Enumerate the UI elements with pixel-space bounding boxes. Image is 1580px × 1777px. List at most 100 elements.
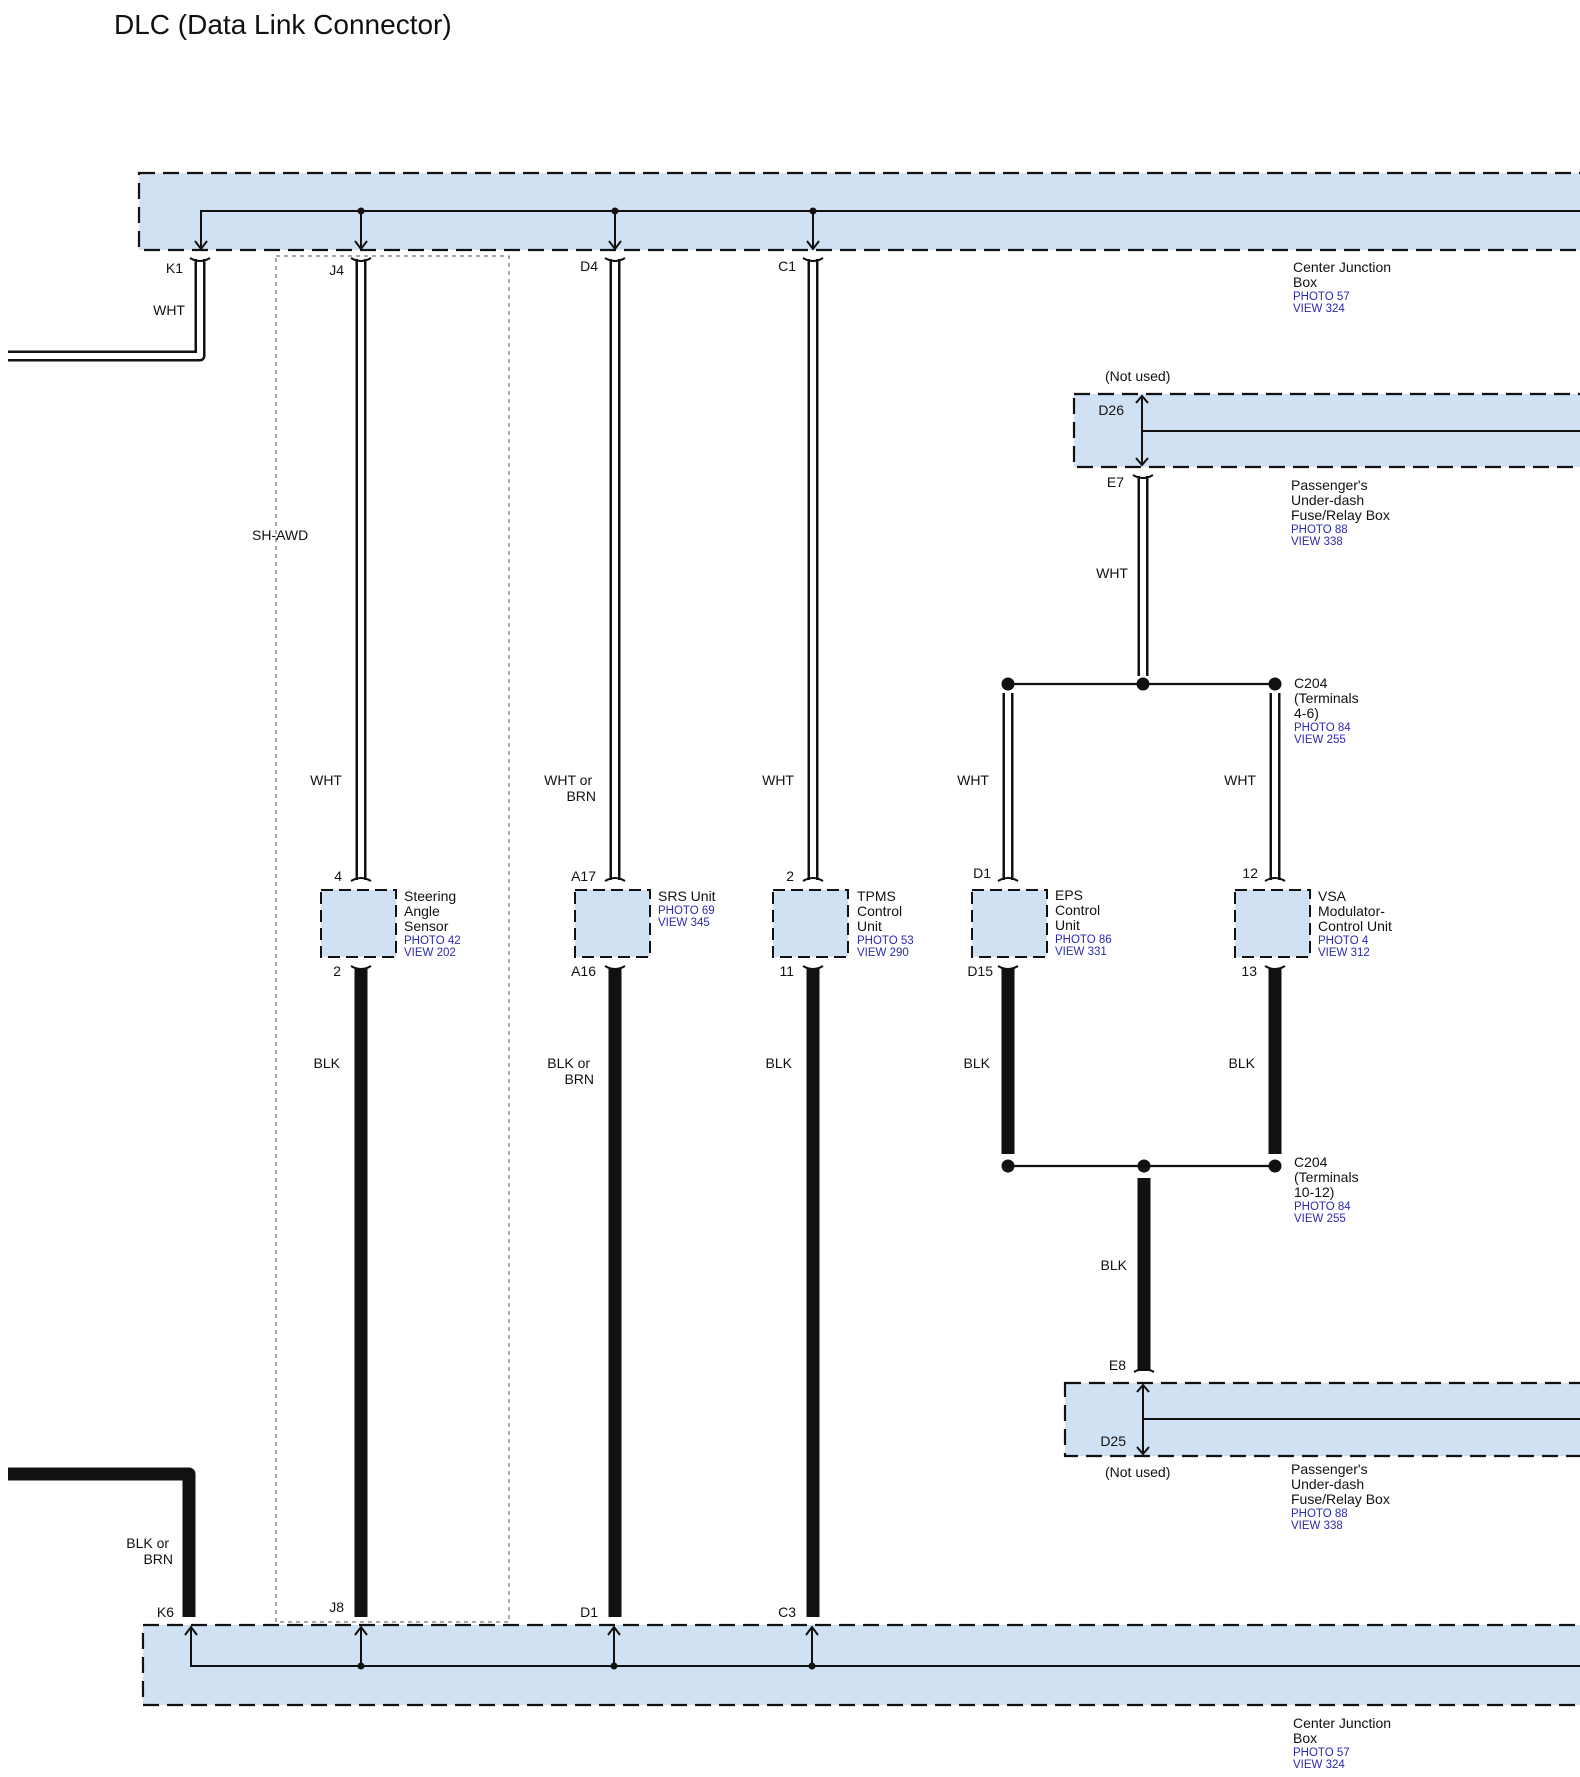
vsa-pin-top: 12	[1242, 865, 1258, 881]
svg-text:VIEW 255: VIEW 255	[1294, 734, 1346, 746]
wire-label-k1: WHT	[153, 302, 185, 318]
vsa-modulator-box	[1234, 889, 1311, 958]
svg-text:VIEW 324: VIEW 324	[1293, 1759, 1345, 1771]
terminal-c3: C3	[778, 1604, 796, 1620]
svg-text:PHOTO 88: PHOTO 88	[1291, 524, 1348, 536]
svg-text:SRS Unit: SRS Unit	[658, 888, 716, 904]
tpms-pin-top: 2	[786, 868, 794, 884]
bottom-box-arrows	[184, 1625, 819, 1636]
srs-unit-box	[574, 889, 651, 958]
steering-angle-sensor-box	[320, 889, 397, 958]
top-box-bus	[200, 210, 1580, 248]
svg-text:VIEW 338: VIEW 338	[1291, 1520, 1343, 1532]
terminal-k6: K6	[157, 1604, 174, 1620]
wire-label-vsa-wht: WHT	[1224, 772, 1256, 788]
svg-text:PHOTO 57: PHOTO 57	[1293, 1747, 1350, 1759]
srs-pin-top: A17	[571, 868, 596, 884]
wire-label-e8-blk: BLK	[1101, 1257, 1128, 1273]
black-wires	[8, 968, 1282, 1617]
terminal-d26: D26	[1098, 402, 1124, 418]
srs-unit-label: SRS Unit PHOTO 69 VIEW 345	[658, 888, 716, 929]
svg-text:PHOTO 42: PHOTO 42	[404, 935, 461, 947]
wire-label-k6: BLK or BRN	[126, 1535, 173, 1567]
terminal-d4: D4	[580, 258, 598, 274]
steering-pin-top: 4	[334, 868, 342, 884]
fuse-top-bus	[1135, 394, 1580, 467]
svg-text:PHOTO 69: PHOTO 69	[658, 905, 715, 917]
svg-text:VIEW 338: VIEW 338	[1291, 536, 1343, 548]
tpms-control-unit-box	[772, 889, 849, 958]
svg-text:VIEW 290: VIEW 290	[857, 947, 909, 959]
top-box-bus-dots	[357, 207, 817, 215]
eps-control-unit-box	[971, 889, 1048, 958]
wire-label-eps-blk: BLK	[964, 1055, 991, 1071]
svg-text:PHOTO 84: PHOTO 84	[1294, 722, 1351, 734]
svg-text:VIEW 345: VIEW 345	[658, 917, 710, 929]
white-wires-fill	[8, 259, 1278, 880]
eps-pin-top: D1	[973, 865, 991, 881]
svg-text:PHOTO 88: PHOTO 88	[1291, 1508, 1348, 1520]
bottom-box-bus-dots	[357, 1662, 816, 1670]
wire-label-srs-wht: WHT or BRN	[544, 772, 596, 804]
wire-label-tpms-wht: WHT	[762, 772, 794, 788]
svg-text:PHOTO 57: PHOTO 57	[1293, 291, 1350, 303]
top-box-arrows	[194, 240, 820, 251]
sh-awd-label: SH-AWD	[252, 527, 308, 543]
terminal-e8: E8	[1109, 1357, 1126, 1373]
svg-text:(Not used): (Not used)	[1105, 1464, 1170, 1480]
steering-pin-bottom: 2	[333, 963, 341, 979]
svg-text:PHOTO 4: PHOTO 4	[1318, 935, 1369, 947]
svg-text:PHOTO 84: PHOTO 84	[1294, 1201, 1351, 1213]
svg-text:VIEW 202: VIEW 202	[404, 947, 456, 959]
wire-label-tpms-blk: BLK	[766, 1055, 793, 1071]
splice-lines	[1008, 682, 1275, 1168]
diagram-title: DLC (Data Link Connector)	[114, 9, 452, 40]
wire-label-eps-wht: WHT	[957, 772, 989, 788]
splice-dots	[1001, 677, 1282, 1173]
wire-label-steering-wht: WHT	[310, 772, 342, 788]
vsa-pin-bottom: 13	[1241, 963, 1257, 979]
wire-label-vsa-blk: BLK	[1229, 1055, 1256, 1071]
sh-awd-option-region	[275, 255, 510, 1623]
terminal-j8: J8	[329, 1599, 344, 1615]
tpms-pin-bottom: 11	[779, 963, 794, 979]
terminal-d1: D1	[580, 1604, 598, 1620]
wire-label-e7-wht: WHT	[1096, 565, 1128, 581]
terminal-c1: C1	[778, 258, 796, 274]
svg-text:VIEW 255: VIEW 255	[1294, 1213, 1346, 1225]
terminal-d25: D25	[1100, 1433, 1126, 1449]
wire-label-srs-blk: BLK or BRN	[547, 1055, 594, 1087]
svg-text:PHOTO 86: PHOTO 86	[1055, 934, 1112, 946]
fuse-bottom-bus	[1136, 1383, 1580, 1456]
srs-pin-bottom: A16	[571, 963, 596, 979]
svg-text:VIEW 324: VIEW 324	[1293, 303, 1345, 315]
wire-label-steering-blk: BLK	[314, 1055, 341, 1071]
bottom-box-bus	[190, 1627, 1580, 1667]
terminal-j4: J4	[329, 262, 344, 278]
svg-text:VIEW 331: VIEW 331	[1055, 946, 1107, 958]
svg-text:VIEW 312: VIEW 312	[1318, 947, 1370, 959]
eps-pin-bottom: D15	[967, 963, 993, 979]
terminal-k1: K1	[166, 260, 183, 276]
svg-text:(Not used): (Not used)	[1105, 368, 1170, 384]
